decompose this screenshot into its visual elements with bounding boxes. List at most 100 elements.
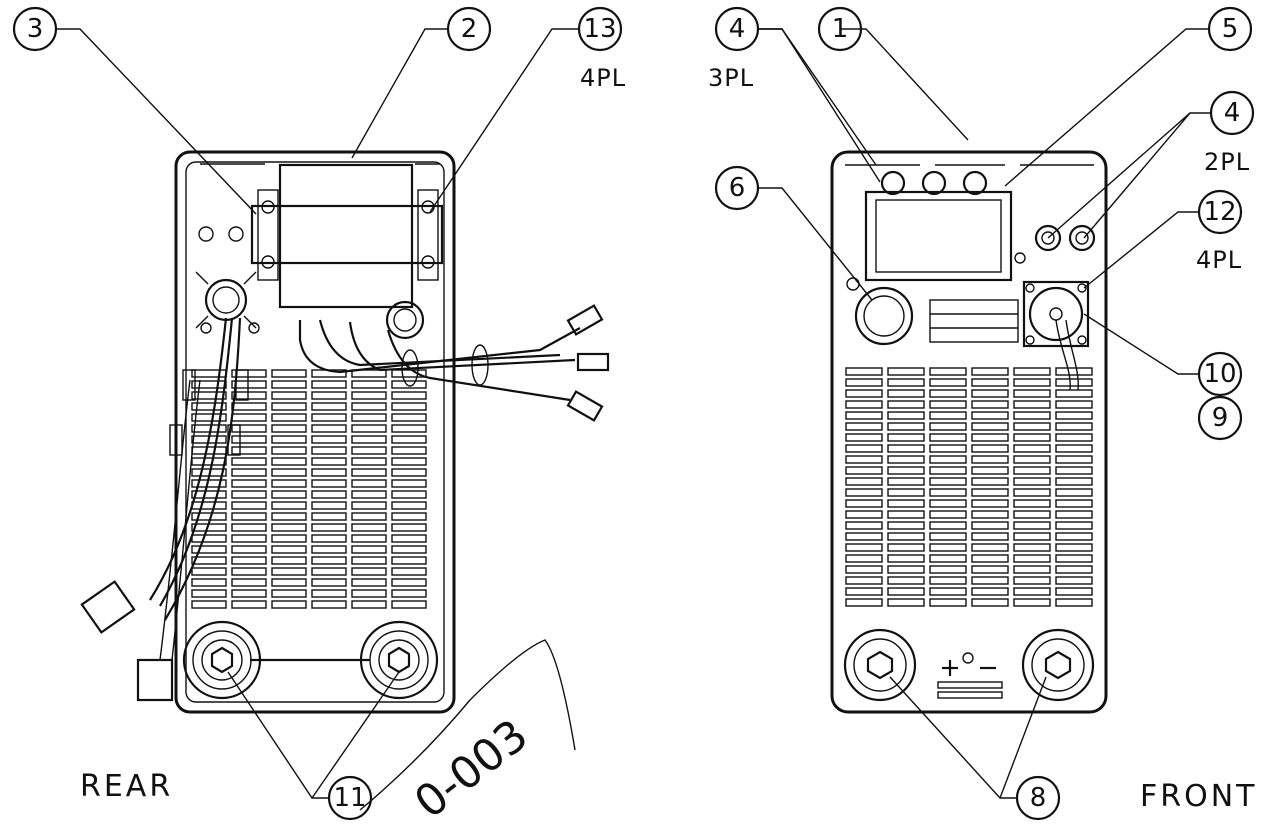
fin-slot bbox=[887, 444, 925, 453]
fin-slot bbox=[1013, 477, 1051, 486]
fin-slot bbox=[971, 521, 1009, 530]
fin-slot bbox=[845, 389, 883, 398]
fin-slot bbox=[1013, 543, 1051, 552]
fin-slot bbox=[351, 402, 387, 411]
fin-slot bbox=[231, 600, 267, 609]
fin-slot bbox=[929, 576, 967, 585]
fin-slot bbox=[971, 378, 1009, 387]
fin-slot bbox=[1055, 576, 1093, 585]
fin-slot bbox=[1055, 477, 1093, 486]
callout-4-top-note: 3PL bbox=[708, 64, 754, 92]
rear-hole bbox=[228, 226, 244, 242]
transformer bbox=[250, 163, 444, 309]
fin-slot bbox=[391, 435, 427, 444]
fin-slot bbox=[971, 554, 1009, 563]
fin-slot bbox=[929, 598, 967, 607]
fin-slot bbox=[311, 545, 347, 554]
fin-slot bbox=[191, 457, 227, 466]
fin-slot bbox=[845, 367, 883, 376]
fin-slot bbox=[271, 479, 307, 488]
fin-slot bbox=[391, 391, 427, 400]
fin-slot bbox=[845, 488, 883, 497]
fin-slot bbox=[231, 490, 267, 499]
fin-slot bbox=[929, 477, 967, 486]
fin-slot bbox=[1013, 433, 1051, 442]
fin-slot bbox=[887, 455, 925, 464]
callout-2: 2 bbox=[446, 6, 492, 52]
fin-slot bbox=[1013, 389, 1051, 398]
fin-slot bbox=[971, 367, 1009, 376]
fin-slot bbox=[1055, 521, 1093, 530]
fin-slot bbox=[271, 600, 307, 609]
callout-10: 10 bbox=[1197, 351, 1243, 397]
fin-slot bbox=[311, 578, 347, 587]
fin-slot bbox=[191, 380, 227, 389]
fin-slot bbox=[391, 479, 427, 488]
fin-slot bbox=[231, 479, 267, 488]
fin-slot bbox=[231, 369, 267, 378]
svg-text:13: 13 bbox=[583, 14, 616, 44]
fin-slot bbox=[351, 589, 387, 598]
fin-slot bbox=[351, 523, 387, 532]
fin-slot bbox=[271, 556, 307, 565]
fin-slot bbox=[887, 554, 925, 563]
fin-slot bbox=[887, 543, 925, 552]
fin-slot bbox=[191, 567, 227, 576]
fin-slot bbox=[231, 545, 267, 554]
fin-slot bbox=[271, 424, 307, 433]
fin-slot bbox=[845, 477, 883, 486]
view-label-front: FRONT bbox=[1140, 779, 1257, 814]
svg-text:5: 5 bbox=[1222, 14, 1239, 44]
fin-slot bbox=[929, 433, 967, 442]
fin-slot bbox=[1013, 510, 1051, 519]
fin-slot bbox=[351, 512, 387, 521]
fin-slot bbox=[391, 457, 427, 466]
fin-slot bbox=[1013, 532, 1051, 541]
fin-slot bbox=[1013, 367, 1051, 376]
rear-heatsink-fins bbox=[191, 369, 427, 609]
fin-slot bbox=[391, 413, 427, 422]
fin-slot bbox=[887, 532, 925, 541]
fin-slot bbox=[391, 556, 427, 565]
fin-slot bbox=[191, 402, 227, 411]
fin-slot bbox=[887, 477, 925, 486]
fin-slot bbox=[311, 413, 347, 422]
rear-output-stud-right bbox=[359, 620, 439, 700]
fin-slot bbox=[191, 545, 227, 554]
fin-slot bbox=[351, 457, 387, 466]
fin-slot bbox=[311, 380, 347, 389]
fin-slot bbox=[929, 510, 967, 519]
fin-slot bbox=[971, 455, 1009, 464]
callout-4-right-note: 2PL bbox=[1204, 148, 1250, 176]
fin-slot bbox=[1055, 499, 1093, 508]
fin-slot bbox=[271, 413, 307, 422]
fin-slot bbox=[971, 576, 1009, 585]
fin-slot bbox=[887, 488, 925, 497]
fin-slot bbox=[1013, 598, 1051, 607]
fin-slot bbox=[887, 521, 925, 530]
fin-slot bbox=[391, 600, 427, 609]
front-switches bbox=[1014, 224, 1096, 264]
fin-slot bbox=[351, 501, 387, 510]
fin-slot bbox=[1055, 466, 1093, 475]
fin-slot bbox=[231, 534, 267, 543]
fin-slot bbox=[929, 499, 967, 508]
svg-text:6: 6 bbox=[729, 173, 746, 203]
fin-slot bbox=[311, 512, 347, 521]
front-polarity-label bbox=[937, 652, 1003, 699]
fin-slot bbox=[1055, 543, 1093, 552]
fin-slot bbox=[929, 521, 967, 530]
fin-slot bbox=[231, 446, 267, 455]
fin-slot bbox=[1055, 554, 1093, 563]
fin-slot bbox=[887, 389, 925, 398]
fin-slot bbox=[271, 545, 307, 554]
leader-lines bbox=[56, 28, 1210, 799]
fin-slot bbox=[231, 413, 267, 422]
rear-panel-inner bbox=[185, 161, 445, 703]
callout-6: 6 bbox=[714, 165, 760, 211]
fin-slot bbox=[311, 534, 347, 543]
fin-slot bbox=[971, 444, 1009, 453]
fin-slot bbox=[271, 523, 307, 532]
fin-slot bbox=[191, 424, 227, 433]
